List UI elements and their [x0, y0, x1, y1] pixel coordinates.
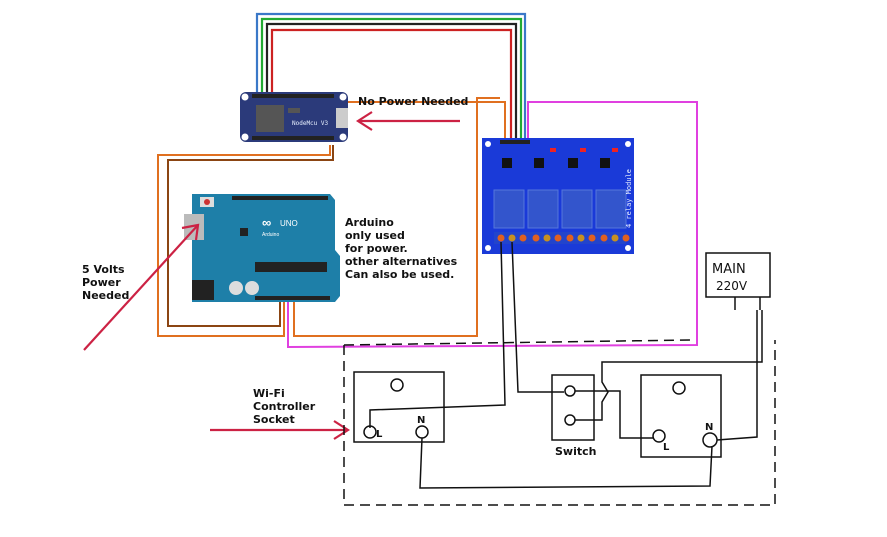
wire-red	[270, 28, 513, 142]
nodemcu-label: NodeMcu V3	[292, 120, 329, 127]
main-label-line2: 220V	[716, 279, 748, 293]
arduino-brand: Arduino	[262, 232, 279, 238]
terminal-l-output: L	[663, 442, 670, 453]
relay-module: 4 relay Module	[482, 138, 634, 254]
nodemcu-board: NodeMcu V3	[240, 92, 348, 142]
wire-magenta	[287, 101, 698, 349]
relay-label: 4 relay Module	[625, 169, 633, 228]
arduino-uno-label: UNO	[280, 219, 298, 228]
main-supply-box	[705, 252, 771, 298]
terminal-n-socket: N	[417, 415, 425, 426]
nodemcu-relay-wires	[255, 12, 527, 142]
relay-terminals	[494, 232, 630, 244]
wire-orange-right	[293, 97, 500, 337]
arduino-board: ∞ UNO Arduino	[184, 194, 340, 302]
wire-blue	[255, 12, 527, 142]
nodemcu-note: No Power Needed	[358, 95, 469, 108]
mains-wiring	[343, 241, 776, 506]
main-label-line1: MAIN	[712, 262, 746, 277]
socket-note: Wi-Fi Controller Socket	[253, 387, 316, 426]
wire-green	[260, 17, 523, 142]
wire-orange-left	[157, 145, 331, 337]
power-note: 5 Volts Power Needed	[82, 263, 130, 302]
wifi-socket	[353, 371, 445, 443]
enclosure	[343, 339, 776, 506]
wire-black	[265, 22, 518, 142]
output-socket	[640, 374, 722, 458]
wire-brown	[167, 145, 334, 327]
switch-box	[551, 374, 595, 441]
arrows	[83, 111, 460, 440]
terminal-l-socket: L	[376, 429, 383, 440]
relay-channels	[493, 148, 627, 229]
switch-label: Switch	[555, 445, 597, 458]
arduino-note: Arduino only used for power. other alter…	[345, 216, 458, 281]
arrow-arduino	[83, 224, 199, 351]
terminal-n-output: N	[705, 422, 713, 433]
svg-text:∞: ∞	[262, 215, 271, 230]
